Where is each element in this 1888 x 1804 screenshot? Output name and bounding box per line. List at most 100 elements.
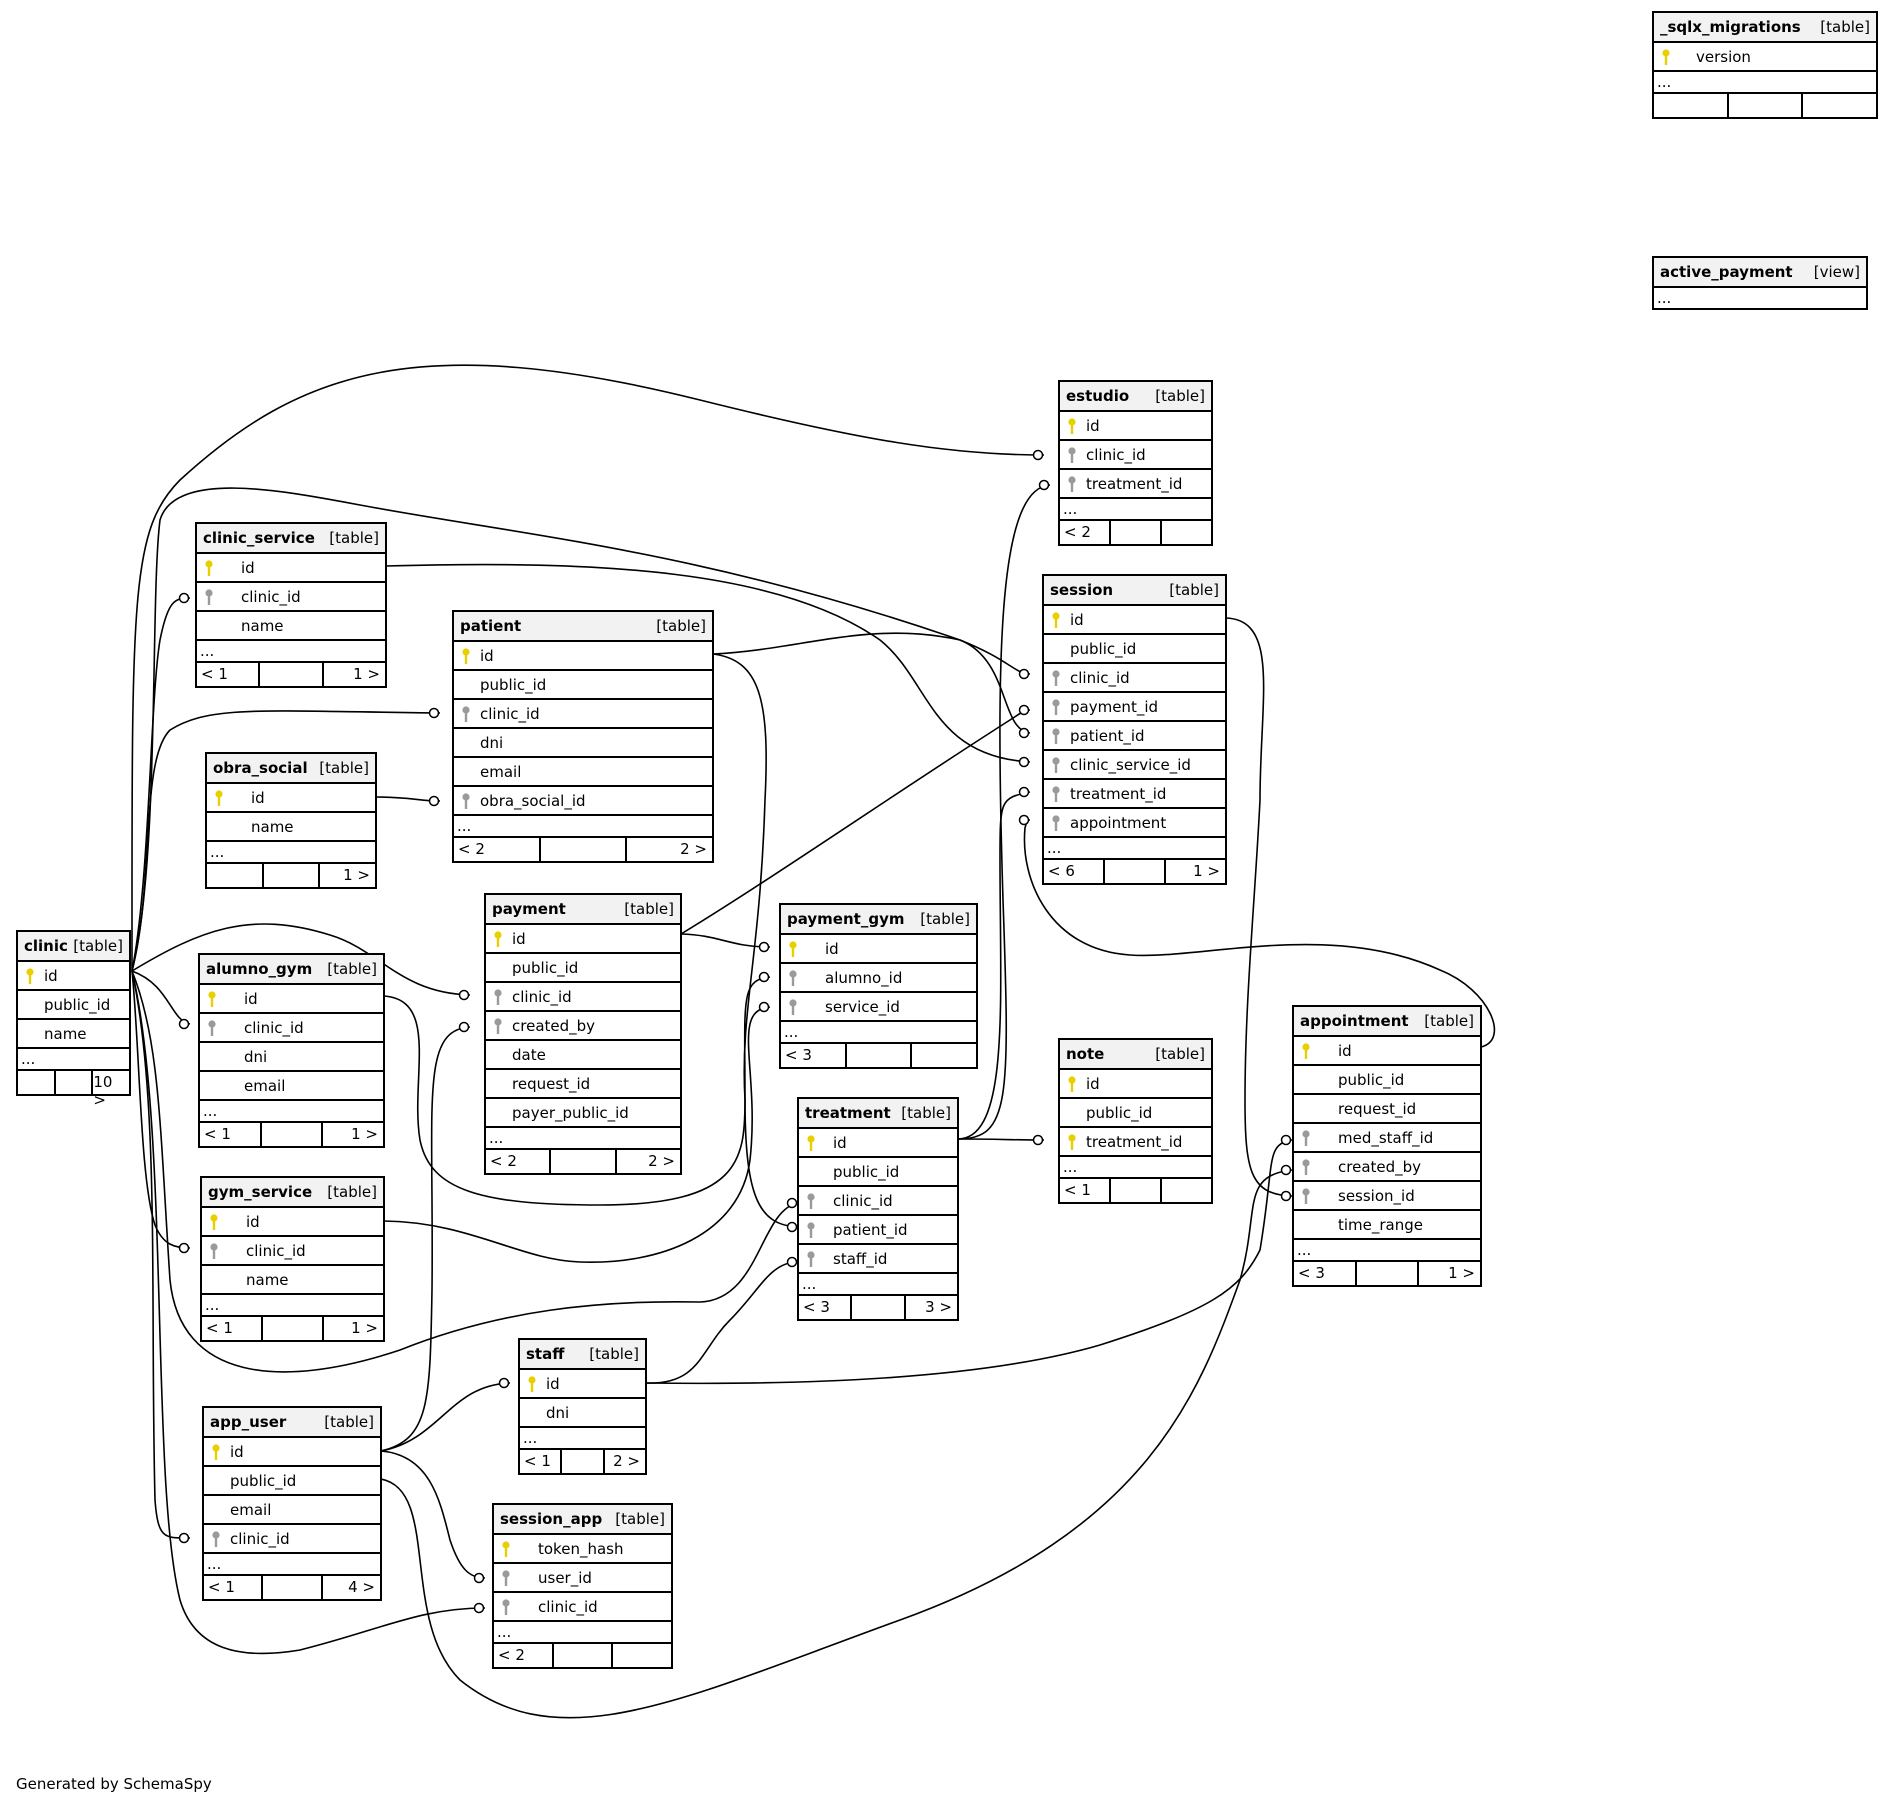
column-row[interactable]: clinic_id bbox=[200, 1014, 383, 1043]
column-row[interactable]: clinic_id bbox=[197, 583, 385, 612]
column-row[interactable]: name bbox=[197, 612, 385, 641]
column-row[interactable]: clinic_service_id bbox=[1044, 751, 1225, 780]
column-row[interactable]: id bbox=[18, 962, 129, 991]
column-row[interactable]: id bbox=[1060, 412, 1211, 441]
column-row[interactable]: request_id bbox=[1294, 1095, 1480, 1124]
children-count[interactable]: 4 > bbox=[348, 1578, 375, 1596]
parents-count[interactable]: < 1 bbox=[206, 1319, 233, 1337]
table-sqlx-migrations[interactable]: _sqlx_migrations[table]version... bbox=[1652, 11, 1878, 119]
children-count[interactable]: 1 > bbox=[1448, 1264, 1476, 1282]
column-row[interactable]: dni bbox=[200, 1043, 383, 1072]
parents-count[interactable]: < 3 bbox=[803, 1298, 830, 1316]
column-row[interactable]: id bbox=[486, 925, 680, 954]
column-row[interactable]: email bbox=[200, 1072, 383, 1101]
parents-count[interactable]: < 1 bbox=[1064, 1181, 1091, 1199]
column-row[interactable]: staff_id bbox=[799, 1245, 957, 1274]
column-row[interactable]: public_id bbox=[1044, 635, 1225, 664]
column-row[interactable]: id bbox=[1294, 1037, 1480, 1066]
column-row[interactable]: public_id bbox=[454, 671, 712, 700]
column-row[interactable]: id bbox=[1060, 1070, 1211, 1099]
column-row[interactable]: appointment bbox=[1044, 809, 1225, 838]
column-row[interactable]: payment_id bbox=[1044, 693, 1225, 722]
column-row[interactable]: payer_public_id bbox=[486, 1099, 680, 1128]
column-row[interactable]: alumno_id bbox=[781, 964, 976, 993]
column-row[interactable]: dni bbox=[520, 1399, 645, 1428]
parents-count[interactable]: < 2 bbox=[458, 840, 485, 858]
parents-count[interactable]: < 2 bbox=[490, 1152, 517, 1170]
column-row[interactable]: clinic_id bbox=[1044, 664, 1225, 693]
column-row[interactable]: email bbox=[454, 758, 712, 787]
column-row[interactable]: public_id bbox=[1294, 1066, 1480, 1095]
column-row[interactable]: email bbox=[204, 1496, 380, 1525]
parents-count[interactable]: < 1 bbox=[524, 1452, 551, 1470]
column-row[interactable]: id bbox=[197, 554, 385, 583]
children-count[interactable]: 2 > bbox=[680, 840, 708, 858]
column-row[interactable]: dni bbox=[454, 729, 712, 758]
column-row[interactable]: public_id bbox=[204, 1467, 380, 1496]
column-row[interactable]: id bbox=[207, 784, 375, 813]
children-count[interactable]: 1 > bbox=[343, 866, 371, 884]
column-row[interactable]: date bbox=[486, 1041, 680, 1070]
children-count[interactable]: 1 > bbox=[351, 1125, 379, 1143]
column-row[interactable]: name bbox=[202, 1266, 383, 1295]
column-row[interactable]: public_id bbox=[18, 991, 129, 1020]
column-row[interactable]: token_hash bbox=[494, 1535, 671, 1564]
parents-count[interactable]: < 1 bbox=[208, 1578, 235, 1596]
column-row[interactable]: patient_id bbox=[1044, 722, 1225, 751]
children-count[interactable]: 2 > bbox=[613, 1452, 640, 1470]
children-count[interactable]: 1 > bbox=[351, 1319, 378, 1337]
column-row[interactable]: id bbox=[799, 1129, 957, 1158]
column-row[interactable]: version bbox=[1654, 43, 1876, 72]
column-row[interactable]: treatment_id bbox=[1060, 1128, 1211, 1157]
column-row[interactable]: id bbox=[202, 1208, 383, 1237]
column-row[interactable]: treatment_id bbox=[1044, 780, 1225, 809]
column-row[interactable]: created_by bbox=[1294, 1153, 1480, 1182]
column-row[interactable]: time_range bbox=[1294, 1211, 1480, 1240]
column-row[interactable]: service_id bbox=[781, 993, 976, 1022]
column-row[interactable]: name bbox=[207, 813, 375, 842]
column-row[interactable]: id bbox=[781, 935, 976, 964]
column-row[interactable]: obra_social_id bbox=[454, 787, 712, 816]
parents-count[interactable]: < 3 bbox=[785, 1046, 812, 1064]
column-row[interactable]: created_by bbox=[486, 1012, 680, 1041]
column-row[interactable]: session_id bbox=[1294, 1182, 1480, 1211]
column-row[interactable]: id bbox=[520, 1370, 645, 1399]
column-row[interactable]: user_id bbox=[494, 1564, 671, 1593]
parents-count[interactable]: < 2 bbox=[498, 1646, 525, 1664]
column-row[interactable]: id bbox=[200, 985, 383, 1014]
children-count[interactable]: 2 > bbox=[648, 1152, 675, 1170]
table-active-payment[interactable]: active_payment[view]... bbox=[1652, 256, 1868, 310]
column-row[interactable]: id bbox=[1044, 606, 1225, 635]
parents-count[interactable]: < 1 bbox=[201, 665, 228, 683]
column-row[interactable]: clinic_id bbox=[494, 1593, 671, 1622]
column-row[interactable]: clinic_id bbox=[799, 1187, 957, 1216]
column-row[interactable]: public_id bbox=[1060, 1099, 1211, 1128]
column-row[interactable]: request_id bbox=[486, 1070, 680, 1099]
column-row[interactable]: public_id bbox=[799, 1158, 957, 1187]
children-count[interactable]: 1 > bbox=[353, 665, 380, 683]
column-row[interactable]: clinic_id bbox=[202, 1237, 383, 1266]
parents-count[interactable]: < 2 bbox=[1064, 523, 1091, 541]
parents-count[interactable]: < 3 bbox=[1298, 1264, 1325, 1282]
children-count[interactable]: 3 > bbox=[925, 1298, 952, 1316]
parents-count[interactable]: < 6 bbox=[1048, 862, 1075, 880]
column-row[interactable]: clinic_id bbox=[204, 1525, 380, 1554]
column-row[interactable]: clinic_id bbox=[486, 983, 680, 1012]
column-row[interactable]: treatment_id bbox=[1060, 470, 1211, 499]
